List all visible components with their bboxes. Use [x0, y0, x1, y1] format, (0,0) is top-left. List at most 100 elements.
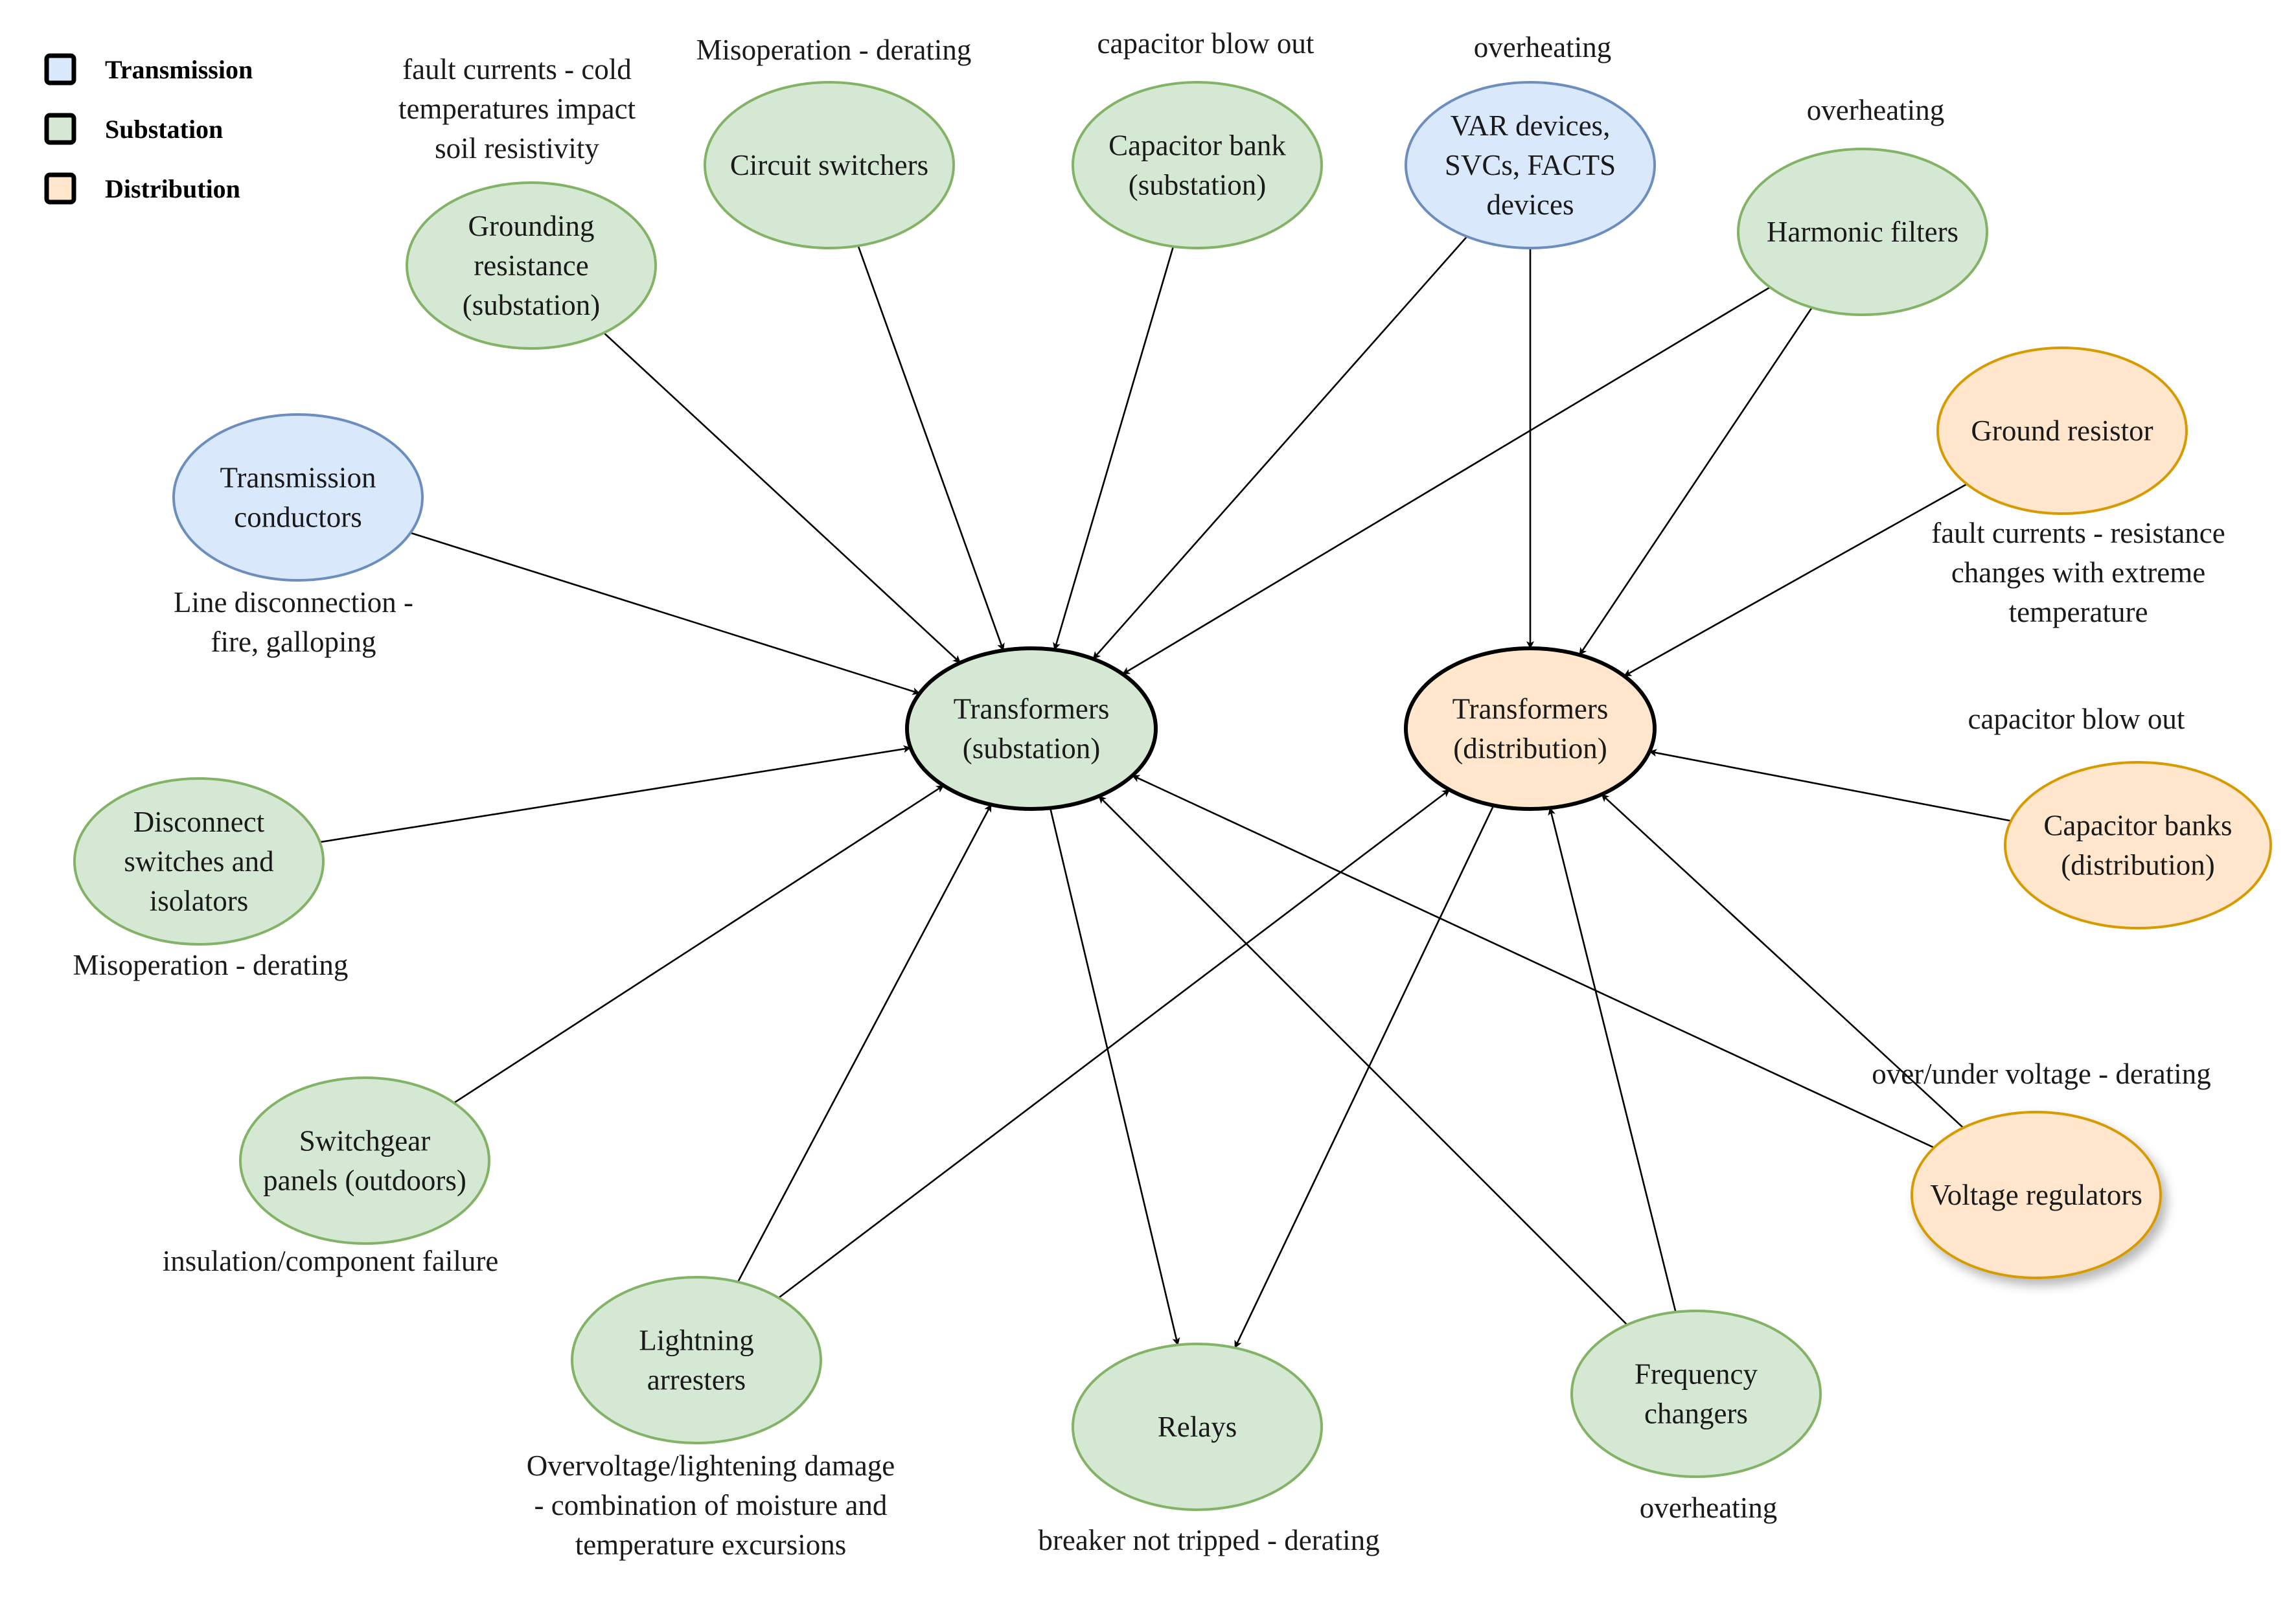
voltage-regulators-node-shape — [1911, 1111, 2162, 1279]
annotation-grounding: temperatures impact — [398, 93, 636, 125]
harmonic-filters-node-label: Harmonic filters — [1767, 216, 1958, 248]
harmonic-filters-node-shape — [1737, 148, 1988, 316]
edge-ground-res-to-tx-dist — [1624, 483, 1968, 677]
disconnect-switches-node-shape — [73, 777, 325, 946]
capacitor-bank-substation-node[interactable]: Capacitor bank(substation) — [1072, 81, 1323, 249]
legend-swatch-transmission — [44, 53, 76, 85]
transformers-distribution-node-shape — [1404, 646, 1657, 811]
annotation-var: overheating — [1474, 31, 1611, 63]
transmission-conductors-node-label: conductors — [234, 501, 362, 534]
frequency-changers-node-shape — [1570, 1310, 1822, 1478]
transmission-conductors-node-label: Transmission — [220, 462, 376, 494]
switchgear-panels-node-label: panels (outdoors) — [263, 1165, 466, 1197]
grounding-resistance-node-label: Grounding — [468, 210, 595, 242]
disconnect-switches-node-label: isolators — [150, 885, 249, 917]
capacitor-banks-distribution-node-shape — [2004, 761, 2272, 929]
disconnect-switches-node-label: switches and — [124, 845, 273, 878]
annotation-switchgear: insulation/component failure — [163, 1245, 499, 1277]
switchgear-panels-node[interactable]: Switchgear panels (outdoors) — [239, 1076, 490, 1245]
edge-volt-reg-to-tx-sub — [1131, 775, 1934, 1149]
annotation-grounding: fault currents - cold — [402, 53, 632, 85]
edge-lightning-to-tx-sub — [737, 804, 992, 1282]
capacitor-banks-distribution-node-label: (distribution) — [2061, 849, 2214, 881]
annotation-circuit: Misoperation - derating — [696, 34, 972, 66]
capacitor-banks-distribution-node-label: Capacitor banks — [2043, 810, 2232, 842]
annotation-lightning: - combination of moisture and — [534, 1489, 888, 1521]
annotation-lightning: temperature excursions — [575, 1529, 847, 1561]
lightning-arresters-node[interactable]: Lightning arresters — [571, 1276, 822, 1444]
ground-resistor-node[interactable]: Ground resistor — [1936, 347, 2188, 515]
annotation-freq: overheating — [1640, 1492, 1777, 1524]
capacitor-bank-substation-node-label: Capacitor bank — [1108, 130, 1286, 162]
transformers-substation-node-shape — [905, 646, 1158, 811]
annotation-txcond: fire, galloping — [211, 626, 376, 658]
transformers-substation-node-label: (substation) — [963, 733, 1100, 765]
voltage-regulators-node-label: Voltage regulators — [1930, 1179, 2142, 1211]
relays-node[interactable]: Relays — [1072, 1343, 1323, 1511]
edge-harmonic-to-tx-dist — [1579, 307, 1813, 656]
ground-resistor-node-shape — [1936, 347, 2188, 515]
nodes-layer: Transformers(substation)Transformers(dis… — [73, 81, 2272, 1511]
relays-node-label: Relays — [1158, 1411, 1237, 1443]
switchgear-panels-node-shape — [239, 1076, 490, 1245]
edge-freq-to-tx-dist — [1548, 807, 1677, 1313]
switchgear-panels-node-label: Switchgear — [299, 1125, 430, 1157]
edge-harmonic-to-tx-sub — [1122, 286, 1771, 675]
lightning-arresters-node-label: Lightning — [639, 1324, 754, 1357]
annotation-lightning: Overvoltage/lightening damage — [527, 1450, 895, 1482]
transformers-distribution-node-label: Transformers — [1452, 693, 1609, 725]
frequency-changers-node-label: changers — [1644, 1398, 1748, 1430]
annotation-capsub: capacitor blow out — [1097, 27, 1314, 60]
legend-label-distribution: Distribution — [105, 174, 240, 203]
grounding-resistance-node-shape — [406, 181, 657, 350]
var-devices-node-label: VAR devices, — [1451, 109, 1611, 142]
edge-tx-cond-to-tx-sub — [410, 532, 921, 696]
annotation-disconnect: Misoperation - derating — [73, 949, 349, 981]
capacitor-banks-distribution-node[interactable]: Capacitor banks (distribution) — [2004, 761, 2272, 929]
var-devices-node[interactable]: VAR devices, SVCs, FACTS devices — [1405, 81, 1656, 249]
edge-tx-dist-to-relays — [1234, 804, 1495, 1348]
transformers-distribution-node[interactable]: Transformers(distribution) — [1404, 646, 1657, 811]
voltage-regulators-node[interactable]: Voltage regulators — [1911, 1111, 2162, 1279]
edge-switchgear-to-tx-sub — [453, 784, 945, 1104]
annotation-groundres: temperature — [2009, 596, 2148, 628]
annotation-groundres: changes with extreme — [1951, 556, 2205, 589]
disconnect-switches-node-label: Disconnect — [133, 806, 265, 838]
frequency-changers-node-label: Frequency — [1635, 1358, 1758, 1391]
edge-freq-to-tx-sub — [1098, 795, 1628, 1326]
ground-resistor-node-label: Ground resistor — [1971, 415, 2153, 447]
annotation-capdist: capacitor blow out — [1968, 703, 2185, 735]
circuit-switchers-node-shape — [704, 81, 955, 249]
annotation-relays: breaker not tripped - derating — [1038, 1524, 1379, 1556]
edge-lightning-to-tx-dist — [778, 789, 1451, 1299]
annotations-layer: fault currents - cold temperatures impact… — [73, 27, 2225, 1561]
var-devices-node-label: SVCs, FACTS — [1445, 149, 1616, 181]
edge-tx-sub-to-relays — [1049, 808, 1180, 1346]
edge-volt-reg-to-tx-dist — [1601, 793, 1964, 1129]
var-devices-node-label: devices — [1487, 188, 1574, 221]
edge-grounding-to-tx-sub — [603, 332, 961, 664]
annotation-groundres: fault currents - resistance — [1931, 517, 2225, 549]
circuit-switchers-node[interactable]: Circuit switchers — [704, 81, 955, 249]
legend-swatch-substation — [44, 113, 76, 145]
relays-node-shape — [1072, 1343, 1323, 1511]
frequency-changers-node[interactable]: Frequency changers — [1570, 1310, 1822, 1478]
circuit-switchers-node-label: Circuit switchers — [730, 149, 928, 181]
legend-swatch-distribution — [44, 172, 76, 205]
edge-var-to-tx-sub — [1092, 236, 1468, 660]
var-devices-node-shape — [1405, 81, 1656, 249]
edge-disconnect-to-tx-sub — [319, 745, 912, 843]
lightning-arresters-node-label: arresters — [647, 1364, 746, 1396]
edge-circuit-sw-to-tx-sub — [857, 245, 1005, 652]
lightning-arresters-node-shape — [571, 1276, 822, 1444]
edge-cap-banks-dist-to-tx-dist — [1649, 749, 2012, 822]
disconnect-switches-node[interactable]: Disconnect switches and isolators — [73, 777, 325, 946]
annotation-voltreg: over/under voltage - derating — [1872, 1058, 2211, 1090]
transformers-substation-node[interactable]: Transformers(substation) — [905, 646, 1158, 811]
harmonic-filters-node[interactable]: Harmonic filters — [1737, 148, 1988, 316]
annotation-grounding: soil resistivity — [435, 132, 599, 165]
transmission-conductors-node[interactable]: Transmission conductors — [172, 413, 424, 582]
